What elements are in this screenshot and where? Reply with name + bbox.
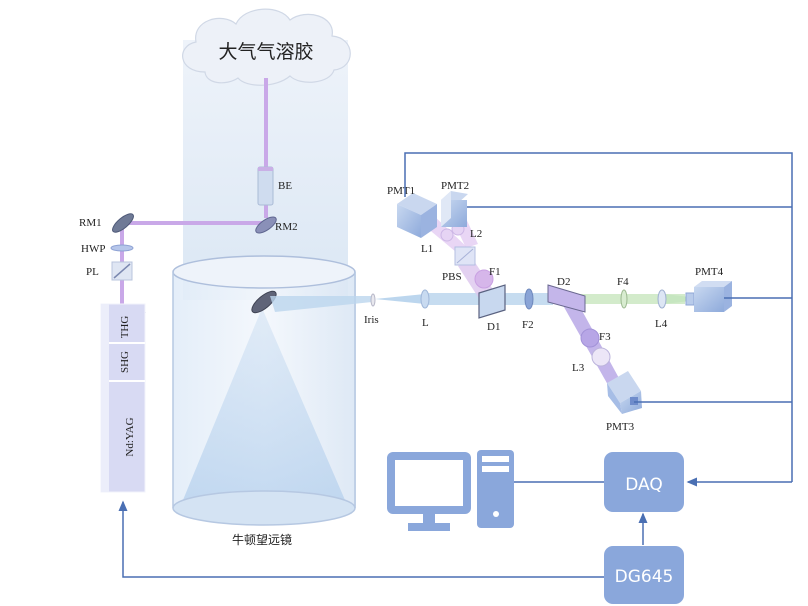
- l1-label: L1: [421, 243, 433, 255]
- lens-l1: [440, 228, 454, 242]
- signal-wires: [118, 152, 793, 578]
- pmt4-label: PMT4: [695, 266, 724, 278]
- filter-f4: [620, 289, 628, 309]
- aerosol-cloud: 大气气溶胶: [182, 8, 351, 86]
- d2-label: D2: [557, 276, 570, 288]
- uv-beam-vertical: [264, 78, 268, 218]
- pmt4-detector: [685, 281, 732, 312]
- telescope-label: 牛顿望远镜: [232, 532, 292, 547]
- green-beam-cone: [664, 294, 690, 304]
- laser-label: Nd:YAG: [124, 417, 136, 456]
- f1-label: F1: [489, 266, 501, 278]
- thg-label: THG: [119, 316, 131, 339]
- wire-dg645-laser: [118, 500, 604, 578]
- pmt2-detector: [441, 191, 468, 227]
- d1-label: D1: [487, 321, 500, 333]
- filter-f1: [474, 269, 494, 289]
- pmt3-label: PMT3: [606, 421, 635, 433]
- lens-l: [420, 289, 430, 309]
- dg645-label: DG645: [615, 567, 674, 587]
- lens-l4: [657, 289, 667, 309]
- filter-f3: [580, 328, 600, 348]
- hwp-plate: [110, 244, 134, 252]
- l2-label: L2: [470, 228, 482, 240]
- daq-box: DAQ: [604, 452, 684, 512]
- f3-label: F3: [599, 331, 611, 343]
- iris-label: Iris: [364, 314, 379, 326]
- aerosol-title: 大气气溶胶: [218, 41, 313, 63]
- iris: [370, 293, 376, 307]
- shg-label: SHG: [119, 351, 131, 373]
- rm2-label: RM2: [275, 221, 298, 233]
- rm1-label: RM1: [79, 217, 102, 229]
- f2-label: F2: [522, 319, 534, 331]
- dg645-box: DG645: [604, 546, 684, 604]
- rm2-mirror: [255, 216, 277, 234]
- received-beam-cone: [375, 294, 425, 304]
- dichroic-d2: [547, 284, 586, 313]
- pbs-cube: [454, 246, 476, 266]
- daq-label: DAQ: [625, 475, 663, 495]
- hwp-label: HWP: [81, 243, 105, 255]
- pmt2-label: PMT2: [441, 180, 469, 192]
- f4-label: F4: [617, 276, 629, 288]
- uv-beam-horizontal: [124, 221, 266, 225]
- be-label: BE: [278, 180, 292, 192]
- rm1-mirror: [112, 213, 134, 233]
- pmt1-label: PMT1: [387, 185, 415, 197]
- computer-icon: [387, 450, 514, 531]
- pl-label: PL: [86, 266, 99, 278]
- wire-pmt1: [404, 152, 793, 482]
- pbs-label: PBS: [442, 271, 462, 283]
- pmt3-detector: [607, 371, 642, 414]
- filter-f2: [524, 288, 534, 310]
- l3-label: L3: [572, 362, 585, 374]
- pmt1-detector: [397, 193, 437, 238]
- newtonian-telescope: [172, 255, 372, 526]
- nd-yag-laser: THG SHG Nd:YAG: [100, 303, 146, 493]
- lens-l3: [591, 347, 611, 367]
- dichroic-d1: [478, 284, 506, 319]
- lens-l-label: L: [422, 317, 429, 329]
- polarizer: [111, 261, 133, 281]
- l4-label: L4: [655, 318, 668, 330]
- beam-expander: BE: [257, 166, 292, 206]
